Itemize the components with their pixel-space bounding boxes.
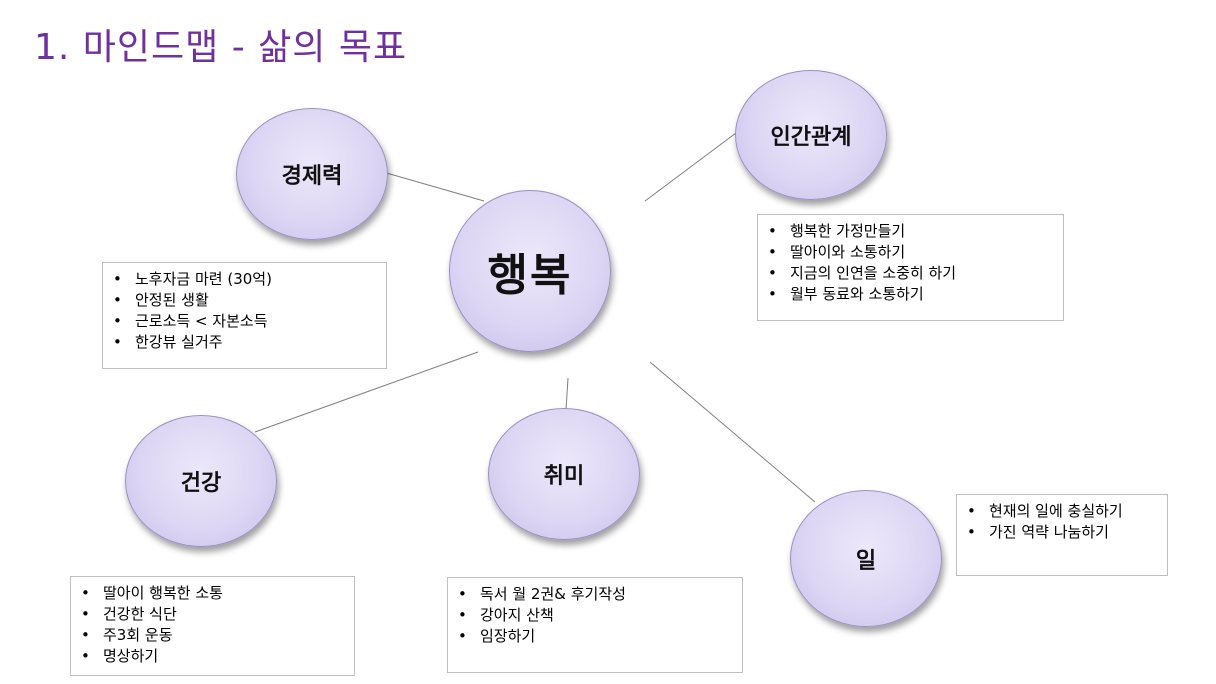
connector-line-work [649,361,816,503]
node-economy-label: 경제력 [281,164,343,189]
bullet-glyph: • [113,270,122,288]
list-item-text: 가진 역략 나눔하기 [989,523,1109,541]
detail-box-economy: • 노후자금 마련 (30억) • 안정된 생활 • 근로소득 < 자본소득 • 한강뷰… [102,262,387,369]
node-hobby: 취미 [488,408,640,540]
list-item: • 딸아이 행복한 소통 [81,583,346,604]
bullet-glyph: • [113,333,122,351]
list-item: • 가진 역략 나눔하기 [967,522,1159,543]
detail-box-hobby: • 독서 월 2권& 후기작성 • 강아지 산책 • 임장하기 [447,577,743,673]
list-item-text: 주3회 운동 [103,626,173,644]
list-item: • 지금의 인연을 소중히 하기 [768,263,1055,284]
list-item-text: 딸아이와 소통하기 [790,243,906,261]
list-item: • 건강한 식단 [81,604,346,625]
center-node-happiness: 행복 [449,190,611,352]
detail-box-relationships: • 행복한 가정만들기 • 딸아이와 소통하기 • 지금의 인연을 소중히 하기 • 월… [757,214,1064,321]
bullet-glyph: • [81,605,90,623]
list-item: • 딸아이와 소통하기 [768,242,1055,263]
list-item-text: 명상하기 [103,647,159,665]
bullet-glyph: • [458,585,467,603]
list-item-text: 월부 동료와 소통하기 [790,285,924,303]
bullet-glyph: • [458,606,467,624]
connector-line-relationships [644,129,741,202]
node-health-label: 건강 [180,471,222,496]
list-item-text: 딸아이 행복한 소통 [103,584,223,602]
list-item-text: 지금의 인연을 소중히 하기 [790,264,957,282]
bullet-glyph: • [458,627,467,645]
list-item-text: 노후자금 마련 (30억) [135,270,272,288]
list-item: • 안정된 생활 [113,290,378,311]
bullet-glyph: • [768,243,777,261]
node-work: 일 [790,490,942,627]
list-item: • 주3회 운동 [81,625,346,646]
bullet-glyph: • [81,584,90,602]
connector-line-health [254,351,479,433]
node-hobby-label: 취미 [543,464,585,489]
bullet-glyph: • [81,626,90,644]
bullet-glyph: • [768,222,777,240]
list-item-text: 독서 월 2권& 후기작성 [480,585,626,603]
detail-box-health: • 딸아이 행복한 소통 • 건강한 식단 • 주3회 운동 • 명상하기 [70,576,355,676]
list-item: • 강아지 산책 [458,605,734,626]
list-item: • 근로소득 < 자본소득 [113,311,378,332]
list-item-text: 임장하기 [480,627,536,645]
bullet-glyph: • [113,291,122,309]
detail-box-work: • 현재의 일에 충실하기 • 가진 역략 나눔하기 [956,494,1168,576]
bullet-glyph: • [81,647,90,665]
bullet-glyph: • [967,502,976,520]
bullet-glyph: • [768,264,777,282]
list-item-text: 안정된 생활 [135,291,209,309]
bullet-glyph: • [113,312,122,330]
list-item-text: 강아지 산책 [480,606,554,624]
list-item: • 명상하기 [81,646,346,667]
list-item: • 월부 동료와 소통하기 [768,284,1055,305]
node-work-label: 일 [855,548,877,574]
page-title: 1. 마인드맵 - 삶의 목표 [34,27,408,68]
list-item: • 독서 월 2권& 후기작성 [458,584,734,605]
list-item: • 한강뷰 실거주 [113,332,378,353]
center-node-label: 행복 [487,250,573,301]
node-health: 건강 [125,415,277,547]
list-item: • 현재의 일에 충실하기 [967,501,1159,522]
list-item-text: 건강한 식단 [103,605,177,623]
bullet-glyph: • [768,285,777,303]
node-relationships: 인간관계 [735,70,887,200]
connector-line-economy [382,171,485,202]
list-item: • 임장하기 [458,626,734,647]
list-item-text: 근로소득 < 자본소득 [135,312,268,330]
connector-line-hobby [565,377,569,411]
list-item-text: 한강뷰 실거주 [135,333,223,351]
list-item: • 노후자금 마련 (30억) [113,269,378,290]
list-item: • 행복한 가정만들기 [768,221,1055,242]
list-item-text: 행복한 가정만들기 [790,222,906,240]
node-relationships-label: 인간관계 [770,125,852,150]
bullet-glyph: • [967,523,976,541]
list-item-text: 현재의 일에 충실하기 [989,502,1123,520]
node-economy: 경제력 [236,108,388,240]
